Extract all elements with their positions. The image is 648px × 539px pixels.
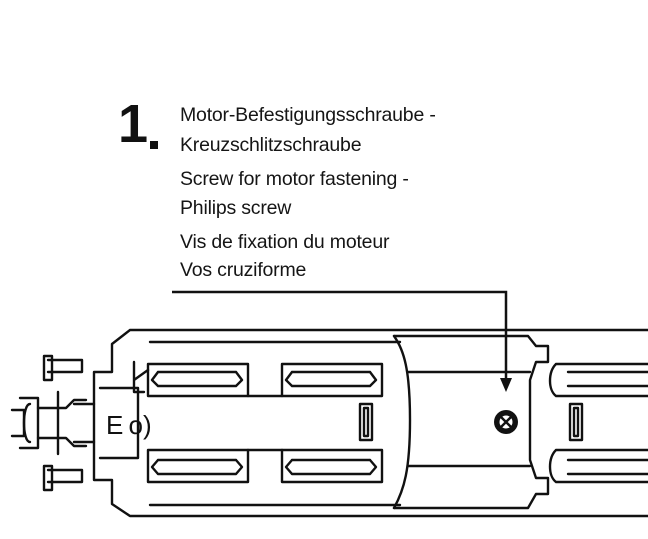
callout-arrow-icon <box>500 378 512 392</box>
caption-de-line-2: Kreuzschlitzschraube <box>180 134 362 156</box>
step-number-period <box>150 141 158 149</box>
caption-en-line-2: Philips screw <box>180 197 292 219</box>
caption-en-line-1: Screw for motor fastening - <box>180 168 409 190</box>
chassis-vertical-slot <box>358 402 374 442</box>
chassis-slot-windows <box>132 360 384 484</box>
callout-leader-line <box>172 290 508 380</box>
motor-marking-frame <box>98 386 140 460</box>
caption-de-line-1: Motor-Befestigungsschraube - <box>180 104 436 126</box>
step-number: 1 <box>118 94 149 154</box>
chassis-outline <box>92 328 648 518</box>
philips-screw-icon <box>494 410 518 434</box>
front-coupler <box>10 354 96 492</box>
chassis-right-slots <box>548 362 648 484</box>
motor-marking-label: E o) <box>106 410 152 440</box>
caption-fr-line-2: Vos cruziforme <box>180 259 307 281</box>
motor-plate <box>392 334 550 510</box>
caption-fr-line-1: Vis de fixation du moteur <box>180 231 390 253</box>
